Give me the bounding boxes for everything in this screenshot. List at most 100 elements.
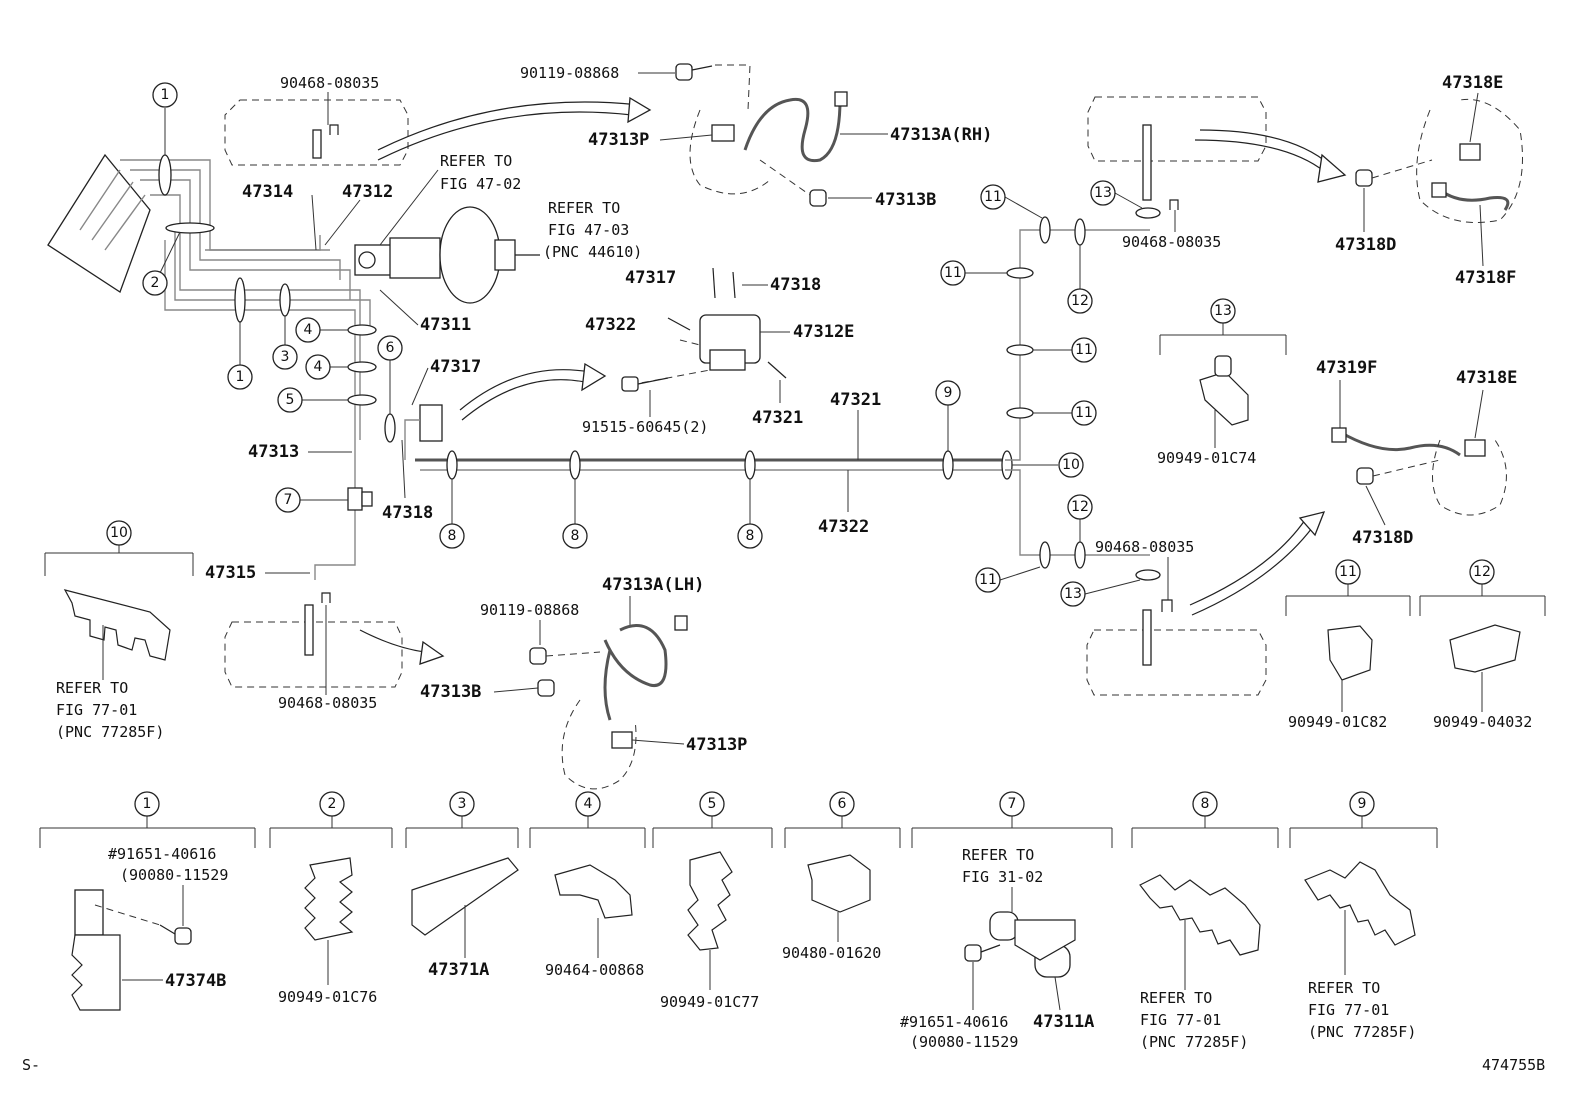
refer-fig-77-01: FIG 77-01 — [56, 701, 137, 719]
refer-fig-47-02: FIG 47-02 — [440, 175, 521, 193]
callout-b6: 6 — [829, 791, 855, 817]
refer-to-label: REFER TO — [1140, 989, 1212, 1007]
flow-arrow-2b — [461, 379, 586, 421]
clip-90480-01620 — [807, 854, 871, 913]
bundle-line-f — [164, 240, 356, 460]
callout-number: 11 — [1339, 564, 1357, 580]
part-47318e-a: 47318E — [1442, 73, 1503, 93]
leader-47318e-a — [1469, 92, 1479, 143]
callout-number: 12 — [1473, 564, 1491, 580]
flow-arrow-3 — [359, 629, 426, 653]
part-47312: 47312 — [342, 182, 393, 202]
bracket-47311a — [1014, 919, 1076, 961]
callout-b1: 1 — [134, 791, 160, 817]
flow-arrow-2 — [459, 369, 591, 411]
left-module — [47, 153, 151, 293]
flow-arrow-4b — [1194, 139, 1326, 173]
bolt-47318d-b — [1356, 467, 1374, 485]
callout-11e: 11 — [975, 567, 1001, 593]
refer-to-label: REFER TO — [1308, 979, 1380, 997]
leader-47311a — [1054, 976, 1061, 1011]
clip-ring-2 — [165, 222, 215, 234]
clip-ring-11c — [1006, 344, 1034, 356]
part-47314: 47314 — [242, 182, 293, 202]
callout-number: 12 — [1071, 499, 1089, 515]
callout-13a: 13 — [1090, 180, 1116, 206]
refer-pnc-44610: (PNC 44610) — [543, 243, 642, 261]
part-90119-08868-b: 90119-08868 — [480, 601, 579, 619]
fitting-47318f — [1431, 182, 1447, 198]
callout-number: 8 — [448, 528, 457, 544]
callout-number: 2 — [151, 275, 160, 291]
tee-fitting-7 — [347, 487, 363, 511]
part-47318: 47318 — [382, 503, 433, 523]
part-47318d-a: 47318D — [1335, 235, 1396, 255]
part-90080-11529: (90080-11529 — [120, 866, 228, 884]
part-47311: 47311 — [420, 315, 471, 335]
part-47317-top: 47317 — [625, 268, 676, 288]
callout-b9: 9 — [1349, 791, 1375, 817]
module-pipe-2 — [91, 181, 134, 241]
callout-number: 12 — [1071, 293, 1089, 309]
leader-4702 — [379, 169, 439, 246]
valve-47312e-lower — [709, 349, 746, 371]
part-47313b-a: 47313B — [875, 190, 936, 210]
bolt-91515-shank — [637, 377, 669, 385]
clip-u-shape — [329, 124, 339, 135]
bundle-line-c — [140, 179, 351, 300]
booster-mount — [494, 239, 516, 271]
tee-fitting-7b — [361, 491, 373, 507]
leader-47314 — [311, 194, 317, 251]
part-90080-11529-b: (90080-11529 — [910, 1033, 1018, 1051]
part-47321-valve: 47321 — [752, 408, 803, 428]
part-90468-08035-d: 90468-08035 — [1095, 538, 1194, 556]
fitting-47318 — [732, 271, 736, 299]
refer-pnc-77285f: (PNC 77285F) — [56, 723, 164, 741]
part-47317: 47317 — [430, 357, 481, 377]
callout-10: 10 — [1058, 452, 1084, 478]
callout-number: 13 — [1064, 586, 1082, 602]
clip-u-shape-2 — [321, 592, 331, 603]
leader-47313p-a — [659, 134, 713, 141]
callout-1-top: 1 — [152, 82, 178, 108]
callout-11b: 11 — [940, 260, 966, 286]
part-91515-60645: 91515-60645(2) — [582, 418, 708, 436]
clip-13-top — [1214, 355, 1232, 377]
callout-number: 11 — [944, 265, 962, 281]
part-90464-00868: 90464-00868 — [545, 961, 644, 979]
leader-11a — [1004, 196, 1043, 219]
leader-11e — [999, 566, 1041, 581]
bolt-91651-b-shank — [980, 944, 1001, 953]
clip-90949-01c76 — [304, 857, 354, 941]
detail-circle-47318 — [1416, 98, 1523, 223]
flow-arrow-5b — [1191, 527, 1313, 616]
bundle-line-b — [130, 169, 341, 280]
leader-13b — [1084, 579, 1141, 595]
hose-47318f — [1439, 188, 1510, 211]
brake-booster — [439, 206, 501, 304]
clip-90464-00868 — [554, 864, 633, 919]
detail-circle-rh — [689, 109, 771, 195]
arrow-head-2 — [581, 362, 607, 392]
bolt-47313b-b — [537, 679, 555, 697]
leader-47318 — [401, 439, 406, 499]
callout-number: 9 — [944, 385, 953, 401]
hose-47319f — [1339, 430, 1461, 457]
refer-fig-31-02: FIG 31-02 — [962, 868, 1043, 886]
clip-90949-01c77 — [687, 851, 733, 951]
part-47312e: 47312E — [793, 322, 854, 342]
hose-47313a-rh — [743, 97, 842, 163]
bracket-47313p-a — [711, 124, 735, 142]
bolt-91651 — [174, 927, 192, 945]
callout-number: 3 — [281, 349, 290, 365]
part-47313b-b: 47313B — [420, 682, 481, 702]
bolt-90119-b — [529, 647, 547, 665]
valve-block — [419, 404, 443, 442]
part-47318-top: 47318 — [770, 275, 821, 295]
part-47318f: 47318F — [1455, 268, 1516, 288]
part-91651-40616: #91651-40616 — [108, 845, 216, 863]
callout-number: 8 — [571, 528, 580, 544]
bolt-dash-b — [759, 159, 811, 196]
callout-2: 2 — [142, 270, 168, 296]
